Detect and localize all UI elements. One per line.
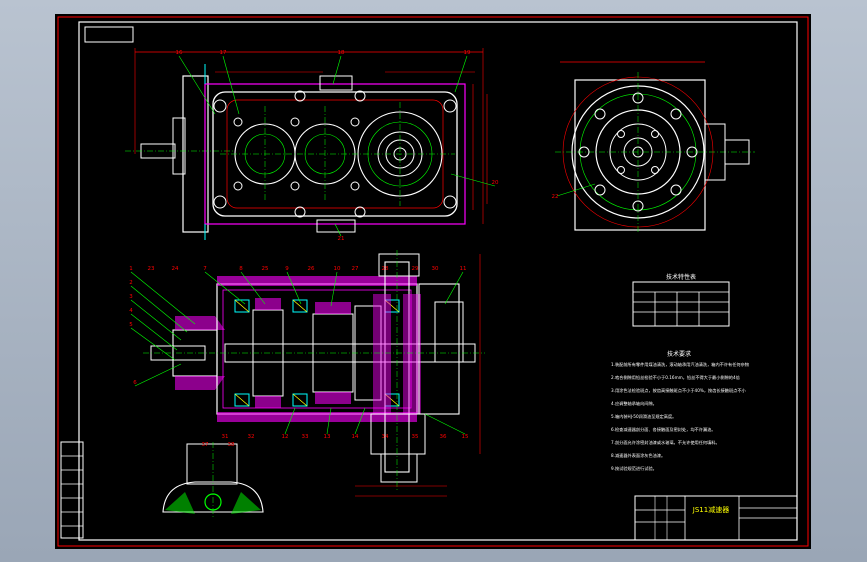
title-block-name: JS11减速器: [692, 505, 729, 514]
note-line: 9.按试验规范进行试验。: [611, 465, 657, 472]
outer-border: [57, 16, 809, 547]
note-line: 6.检查减速器剖分面、各接触面及密封处，均不许漏油。: [611, 426, 716, 433]
note-line: 2.啮合侧隙用铅丝检验不小于0.16mm，铅丝不得大于最小侧隙的4倍: [611, 374, 740, 381]
title-block: [634, 495, 798, 541]
part-number-label: 8: [239, 266, 243, 272]
part-number-label: 27: [352, 266, 359, 272]
part-number-label: 7: [203, 266, 207, 272]
part-number-label: 21: [338, 236, 345, 242]
part-number-label: 12: [282, 434, 289, 440]
part-number-label: 13: [324, 434, 331, 440]
part-number-label: 20: [492, 180, 499, 186]
table-title: 技术特性表: [666, 273, 696, 281]
drawing-sheet: 技术特性表 技术要求 1.装配前所有零件用煤油清洗，滚动轴承用汽油清洗，箱内不许…: [57, 16, 809, 547]
notes-title: 技术要求: [667, 350, 691, 358]
part-number-label: 11: [460, 266, 467, 272]
part-number-label: 29: [412, 266, 419, 272]
part-number-label: 9: [285, 266, 289, 272]
note-line: 4.应调整轴承轴向间隙。: [611, 400, 657, 407]
part-number-label: 30: [432, 266, 439, 272]
part-number-label: 26: [308, 266, 315, 272]
part-number-label: 17: [220, 50, 227, 56]
part-number-label: 28: [382, 266, 389, 272]
section-view: [130, 250, 485, 497]
part-number-label: 32: [248, 434, 255, 440]
part-number-label: 23: [148, 266, 155, 272]
part-number-label: 31: [222, 434, 229, 440]
corner-label-box: [84, 26, 134, 43]
part-number-label: 34: [382, 434, 389, 440]
part-number-label: 5: [129, 322, 133, 328]
part-number-label: 36: [440, 434, 447, 440]
part-number-label: 37: [202, 442, 209, 448]
part-number-label: 16: [176, 50, 183, 56]
part-number-label: 6: [133, 380, 137, 386]
part-number-label: 15: [462, 434, 469, 440]
part-number-label: 22: [552, 194, 559, 200]
part-number-label: 33: [302, 434, 309, 440]
part-number-label: 25: [262, 266, 269, 272]
inner-border: [78, 21, 798, 541]
note-line: 7.剖分面允许涂密封油漆或水玻璃，不允许使用任何填料。: [611, 439, 720, 446]
side-view: [555, 61, 755, 234]
part-number-label: 4: [129, 308, 133, 314]
part-number-label: 18: [338, 50, 345, 56]
top-view: [125, 48, 496, 240]
note-line: 3.用涂色法检验斑点，按齿高接触斑点不小于40%，按齿长接触斑点不小: [611, 387, 747, 394]
part-number-label: 10: [334, 266, 341, 272]
detail-view: [162, 442, 264, 518]
part-number-label: 1: [129, 266, 133, 272]
part-number-label: 14: [352, 434, 359, 440]
note-line: 8.减速器外表面涂灰色油漆。: [611, 452, 665, 459]
part-number-label: 3: [129, 294, 133, 300]
note-line: 5.箱内装HJ-50润滑油至规定高度。: [611, 413, 676, 420]
technical-notes: 1.装配前所有零件用煤油清洗，滚动轴承用汽油清洗，箱内不许有任何杂物 2.啮合侧隙…: [611, 361, 749, 472]
part-number-label: 38: [228, 442, 235, 448]
note-line: 1.装配前所有零件用煤油清洗，滚动轴承用汽油清洗，箱内不许有任何杂物: [611, 361, 749, 368]
part-number-label: 2: [129, 280, 133, 286]
part-number-label: 35: [412, 434, 419, 440]
revision-strip: [60, 441, 84, 539]
part-number-label: 24: [172, 266, 179, 272]
drawing-viewport[interactable]: 技术特性表 技术要求 1.装配前所有零件用煤油清洗，滚动轴承用汽油清洗，箱内不许…: [55, 14, 811, 549]
tech-table: [632, 281, 730, 327]
part-number-label: 19: [464, 50, 471, 56]
